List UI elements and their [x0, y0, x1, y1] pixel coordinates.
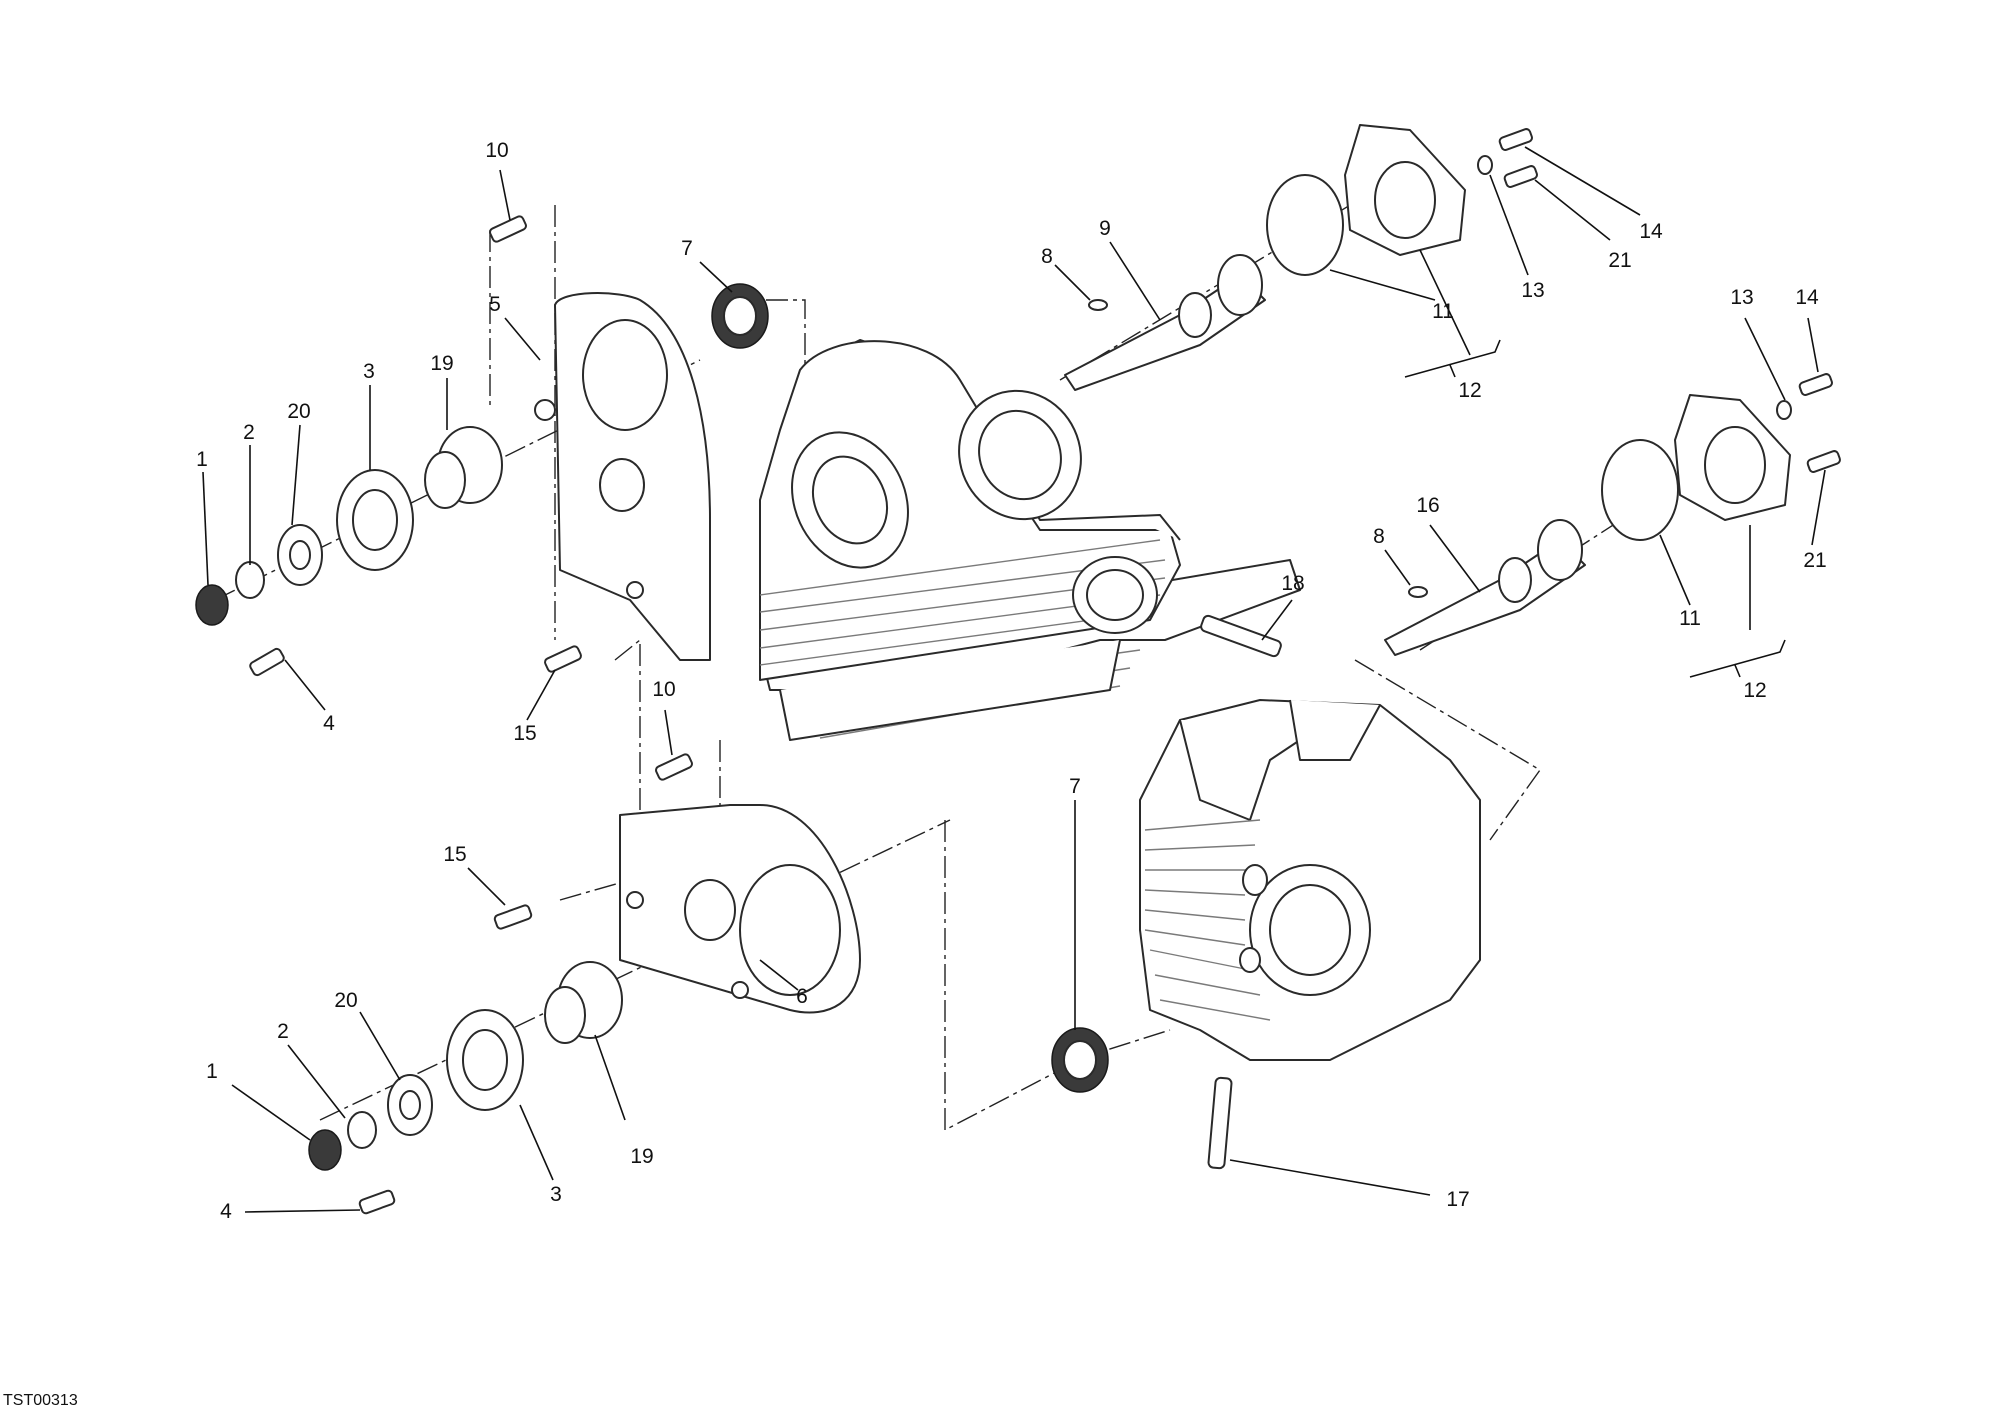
spacer-2-upper [235, 561, 265, 599]
callout-12-lower: 12 [1743, 679, 1766, 702]
callout-8-lower: 8 [1373, 525, 1385, 548]
camshaft-16 [1384, 519, 1586, 656]
camshaft-assembly-lower [1384, 373, 1841, 656]
camshaft-assembly-upper [1064, 124, 1538, 391]
callout-11-lower: 11 [1679, 607, 1701, 630]
callout-2-lower: 2 [277, 1020, 289, 1043]
nut-1-lower [308, 1129, 342, 1171]
callout-14-lower: 14 [1795, 286, 1819, 309]
callout-3-lower: 3 [550, 1183, 562, 1206]
callout-18: 18 [1281, 572, 1304, 595]
bolt-10-upper [489, 215, 527, 243]
callout-20-upper: 20 [287, 400, 310, 423]
callout-9: 9 [1099, 217, 1111, 240]
callout-10-upper: 10 [485, 139, 508, 162]
belt-cover-upper [534, 292, 711, 661]
drawing-code: TST00313 [3, 1392, 78, 1409]
washer-20-upper [277, 524, 323, 586]
bolt-15-upper [544, 645, 582, 673]
washer-20-lower [387, 1074, 433, 1136]
callout-21-lower: 21 [1803, 549, 1826, 572]
callout-12-upper: 12 [1458, 379, 1481, 402]
key-8-lower [1408, 586, 1428, 598]
camshaft-9 [1064, 254, 1266, 391]
toothed-pulley-3-lower [446, 1009, 524, 1111]
callout-16: 16 [1416, 494, 1439, 517]
callout-19-upper: 19 [430, 352, 453, 375]
leader-lines [202, 146, 1826, 1213]
lower-head-fins [1144, 819, 1271, 1021]
washer-13-lower [1776, 400, 1792, 420]
callout-13-upper: 13 [1521, 279, 1544, 302]
callout-3-upper: 3 [363, 360, 375, 383]
bolt-21-lower [1806, 450, 1841, 473]
oil-seal-7-lower [1051, 1027, 1109, 1093]
pulley-stack-lower [308, 753, 1109, 1215]
bolt-4-lower [358, 1189, 396, 1215]
callout-1-upper: 1 [196, 448, 208, 471]
bolt-4-upper [249, 647, 285, 677]
callout-21-upper: 21 [1608, 249, 1631, 272]
stud-18 [1200, 614, 1282, 658]
washer-13-upper [1477, 155, 1493, 175]
callout-labels: 10 7 5 19 3 20 2 1 4 15 8 9 11 12 13 14 … [196, 139, 1827, 1223]
callout-4-lower: 4 [220, 1200, 232, 1223]
pulley-stack-upper [195, 215, 769, 677]
callout-2-upper: 2 [243, 421, 255, 444]
bolt-21-upper [1503, 165, 1538, 188]
callout-7-upper: 7 [681, 237, 693, 260]
o-ring-11-lower [1601, 439, 1679, 541]
callout-13-lower: 13 [1730, 286, 1753, 309]
bolt-10-lower [655, 753, 693, 781]
bolt-14-lower [1798, 373, 1833, 396]
callout-1-lower: 1 [206, 1060, 218, 1083]
callout-17: 17 [1446, 1188, 1469, 1211]
callout-5: 5 [489, 293, 501, 316]
toothed-pulley-3-upper [336, 469, 414, 571]
callout-14-upper: 14 [1639, 220, 1663, 243]
key-8-upper [1088, 299, 1108, 311]
callout-4-upper: 4 [323, 712, 335, 735]
nut-1-upper [195, 584, 229, 626]
cylinder-head-lower [1139, 699, 1481, 1061]
callout-10-lower: 10 [652, 678, 675, 701]
oil-seal-7-upper [711, 283, 769, 349]
callout-19-lower: 19 [630, 1145, 653, 1168]
belt-cover-lower [619, 804, 861, 1014]
callout-11-upper: 11 [1432, 300, 1454, 323]
cylinder-head-upper [759, 339, 1301, 741]
bolt-14-upper [1498, 128, 1533, 151]
stud-17 [1207, 1076, 1233, 1170]
o-ring-11-upper [1266, 174, 1344, 276]
callout-7-lower: 7 [1069, 775, 1081, 798]
cam-cover-12-lower [1674, 394, 1791, 521]
callout-6: 6 [796, 985, 808, 1008]
callout-15-upper: 15 [513, 722, 536, 745]
pulley-hub-19-lower [544, 961, 623, 1044]
cam-cover-12-upper [1344, 124, 1466, 256]
pulley-hub-19-upper [424, 426, 503, 509]
callout-15-lower: 15 [443, 843, 466, 866]
spacer-2-lower [347, 1111, 377, 1149]
callout-20-lower: 20 [334, 989, 357, 1012]
callout-8-upper: 8 [1041, 245, 1053, 268]
bolt-15-lower [493, 904, 533, 930]
